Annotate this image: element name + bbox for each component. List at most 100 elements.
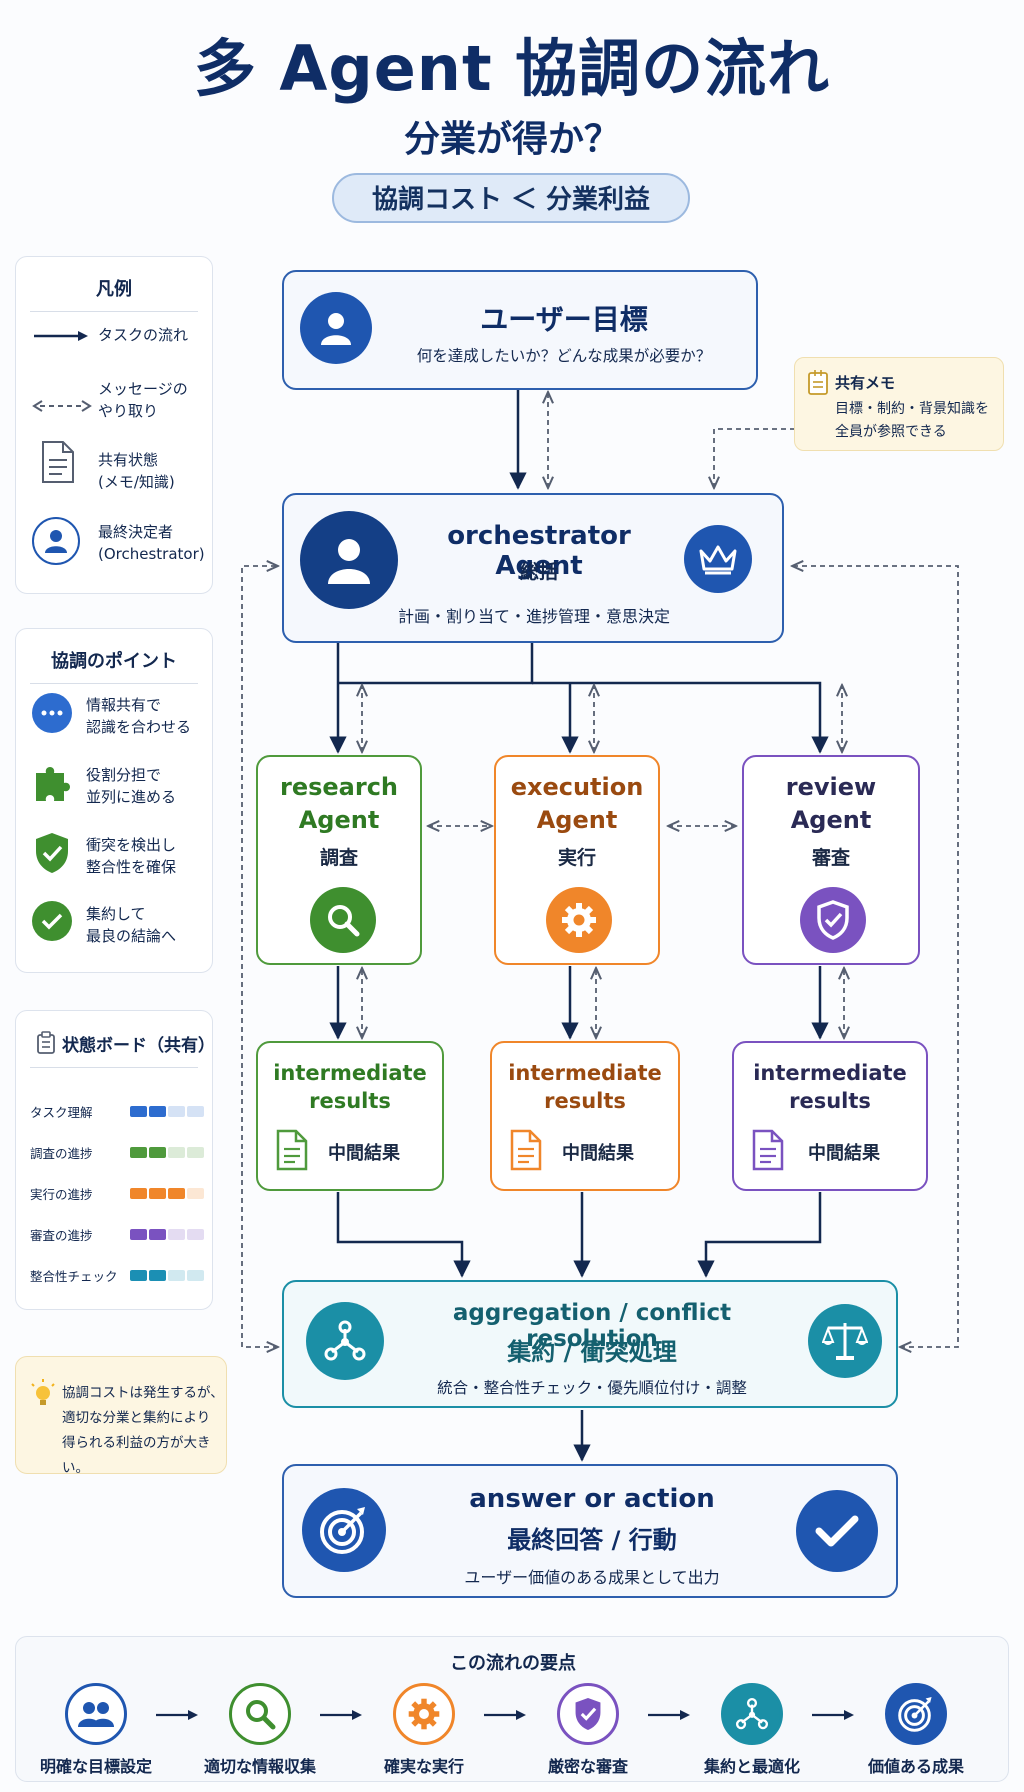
research-agent-box: research Agent 調査: [256, 755, 422, 965]
answer-desc: ユーザー価値のある成果として出力: [464, 1568, 720, 1587]
users-icon: [65, 1683, 127, 1745]
execution-intermediate-name: intermediate results: [508, 1061, 662, 1113]
gear-icon: [393, 1683, 455, 1745]
magnifier-icon: [310, 887, 376, 953]
scales-icon: [808, 1304, 882, 1378]
research-agent-name: research Agent: [279, 773, 399, 834]
summary-arrow: [156, 1710, 198, 1720]
network-icon: [306, 1302, 384, 1380]
review-agent-jp: 審査: [811, 847, 850, 869]
progress-segment: [130, 1229, 147, 1240]
legend-title: 凡例: [96, 279, 132, 300]
progress-segment: [149, 1147, 166, 1158]
state-board-row-label: 実行の進捗: [30, 1187, 93, 1202]
user-goal-desc: 何を達成したいか？どんな成果が必要か？: [416, 347, 712, 365]
orchestrator-name: orchestrator Agent: [447, 521, 631, 581]
gear-icon: [546, 887, 612, 953]
state-board-row-label: タスク理解: [30, 1105, 93, 1120]
puzzle-icon: [32, 763, 72, 803]
aggregation-jp: 集約 / 衝突処理: [507, 1338, 677, 1366]
shield-check-icon: [557, 1683, 619, 1745]
summary-title: この流れの要点: [450, 1653, 576, 1674]
review-intermediate-name: intermediate results: [753, 1061, 907, 1113]
aggregation-desc: 統合・整合性チェック・優先順位付け・調整: [437, 1379, 747, 1397]
state-board-row-label: 審査の進捗: [30, 1228, 93, 1243]
legend-task-flow-icon: [32, 329, 92, 343]
aggregation-name: aggregation / conflict resolution: [452, 1300, 732, 1352]
answer-box: answer or action 最終回答 / 行動 ユーザー価値のある成果とし…: [282, 1464, 898, 1598]
progress-segment: [168, 1270, 185, 1281]
user-goal-box: ユーザー目標 何を達成したいか？どんな成果が必要か？: [282, 270, 758, 390]
progress-segment: [149, 1106, 166, 1117]
point-label-conflict: 衝突を検出し 整合性を確保: [86, 836, 177, 876]
state-board-panel: 状態ボード（共有） タスク理解調査の進捗実行の進捗審査の進捗整合性チェック: [15, 1010, 215, 1310]
summary-step-label: 明確な目標設定: [39, 1757, 152, 1776]
shared-memo-desc: 目標・制約・背景知識を 全員が参照できる: [835, 401, 989, 440]
orchestrator-jp: 総括: [519, 561, 558, 583]
points-panel: 協調のポイント 情報共有で 認識を合わせる 役割分担で 並列に進める 衝突を検出…: [15, 628, 213, 973]
summary-arrow: [484, 1710, 526, 1720]
summary-step-label: 価値ある成果: [867, 1757, 964, 1776]
progress-segment: [130, 1270, 147, 1281]
state-board-row: 調査の進捗: [30, 1132, 210, 1173]
user-goal-title: ユーザー目標: [480, 303, 648, 336]
review-intermediate-jp: 中間結果: [808, 1143, 880, 1164]
progress-segment: [130, 1106, 147, 1117]
summary-steps: 明確な目標設定適切な情報収集確実な実行厳密な審査集約と最適化価値ある成果: [16, 1671, 1010, 1781]
state-board-row: 整合性チェック: [30, 1255, 210, 1296]
check-circle-icon: [32, 901, 72, 941]
progress-segment: [187, 1270, 204, 1281]
execution-agent-jp: 実行: [557, 847, 596, 869]
execution-agent-box: execution Agent 実行: [494, 755, 660, 965]
crown-icon: [684, 525, 752, 593]
progress-segment: [130, 1188, 147, 1199]
tip-panel: 協調コストは発生するが、 適切な分業と集約により 得られる利益の方が大きい。: [15, 1356, 227, 1476]
points-title: 協調のポイント: [51, 651, 177, 672]
progress-segment: [168, 1106, 185, 1117]
target-icon: [302, 1488, 386, 1572]
shield-check-icon: [800, 887, 866, 953]
summary-step-label: 厳密な審査: [547, 1757, 628, 1776]
execution-intermediate-jp: 中間結果: [562, 1143, 634, 1164]
progress-segment: [187, 1229, 204, 1240]
page-title: 多 Agent 協調の流れ: [193, 32, 831, 105]
state-board-title: 状態ボード（共有）: [62, 1036, 215, 1056]
progress-segment: [168, 1147, 185, 1158]
research-intermediate-name: intermediate results: [273, 1061, 427, 1113]
shield-check-icon: [32, 831, 72, 875]
document-icon: [752, 1129, 784, 1171]
aggregation-box: aggregation / conflict resolution 集約 / 衝…: [282, 1280, 898, 1408]
state-board-row: 実行の進捗: [30, 1173, 210, 1214]
answer-jp: 最終回答 / 行動: [507, 1526, 677, 1554]
summary-step-label: 集約と最適化: [703, 1757, 800, 1776]
lightbulb-icon: [30, 1379, 56, 1409]
checkmark-icon: [796, 1490, 878, 1572]
document-icon: [510, 1129, 542, 1171]
target-icon: [885, 1683, 947, 1745]
state-board-row-label: 整合性チェック: [30, 1269, 118, 1284]
orchestrator-avatar-icon: [300, 511, 398, 609]
summary-arrow: [320, 1710, 362, 1720]
legend-label-message: メッセージの やり取り: [98, 380, 188, 420]
legend-label-decider: 最終決定者 (Orchestrator): [98, 523, 205, 563]
shared-memo-title: 共有メモ: [835, 374, 896, 392]
formula-pill: 協調コスト ＜ 分業利益: [332, 173, 690, 223]
state-board-row: 審査の進捗: [30, 1214, 210, 1255]
answer-name: answer or action: [469, 1484, 715, 1514]
chat-bubble-icon: [32, 693, 72, 733]
clipboard-icon: [36, 1031, 56, 1055]
progress-segment: [168, 1229, 185, 1240]
research-agent-jp: 調査: [319, 847, 358, 869]
orchestrator-desc: 計画・割り当て・進捗管理・意思決定: [397, 607, 670, 626]
progress-segment: [149, 1229, 166, 1240]
review-agent-box: review Agent 審査: [742, 755, 920, 965]
tip-text: 協調コストは発生するが、 適切な分業と集約により 得られる利益の方が大きい。: [62, 1385, 224, 1476]
magnifier-icon: [229, 1683, 291, 1745]
network-icon: [721, 1683, 783, 1745]
state-board-row: タスク理解: [30, 1091, 210, 1132]
point-label-division: 役割分担で 並列に進める: [86, 766, 177, 806]
research-intermediate-jp: 中間結果: [328, 1143, 400, 1164]
point-label-aggregate: 集約して 最良の結論へ: [86, 905, 177, 945]
legend-label-shared-state: 共有状態 (メモ/知識): [98, 451, 175, 491]
